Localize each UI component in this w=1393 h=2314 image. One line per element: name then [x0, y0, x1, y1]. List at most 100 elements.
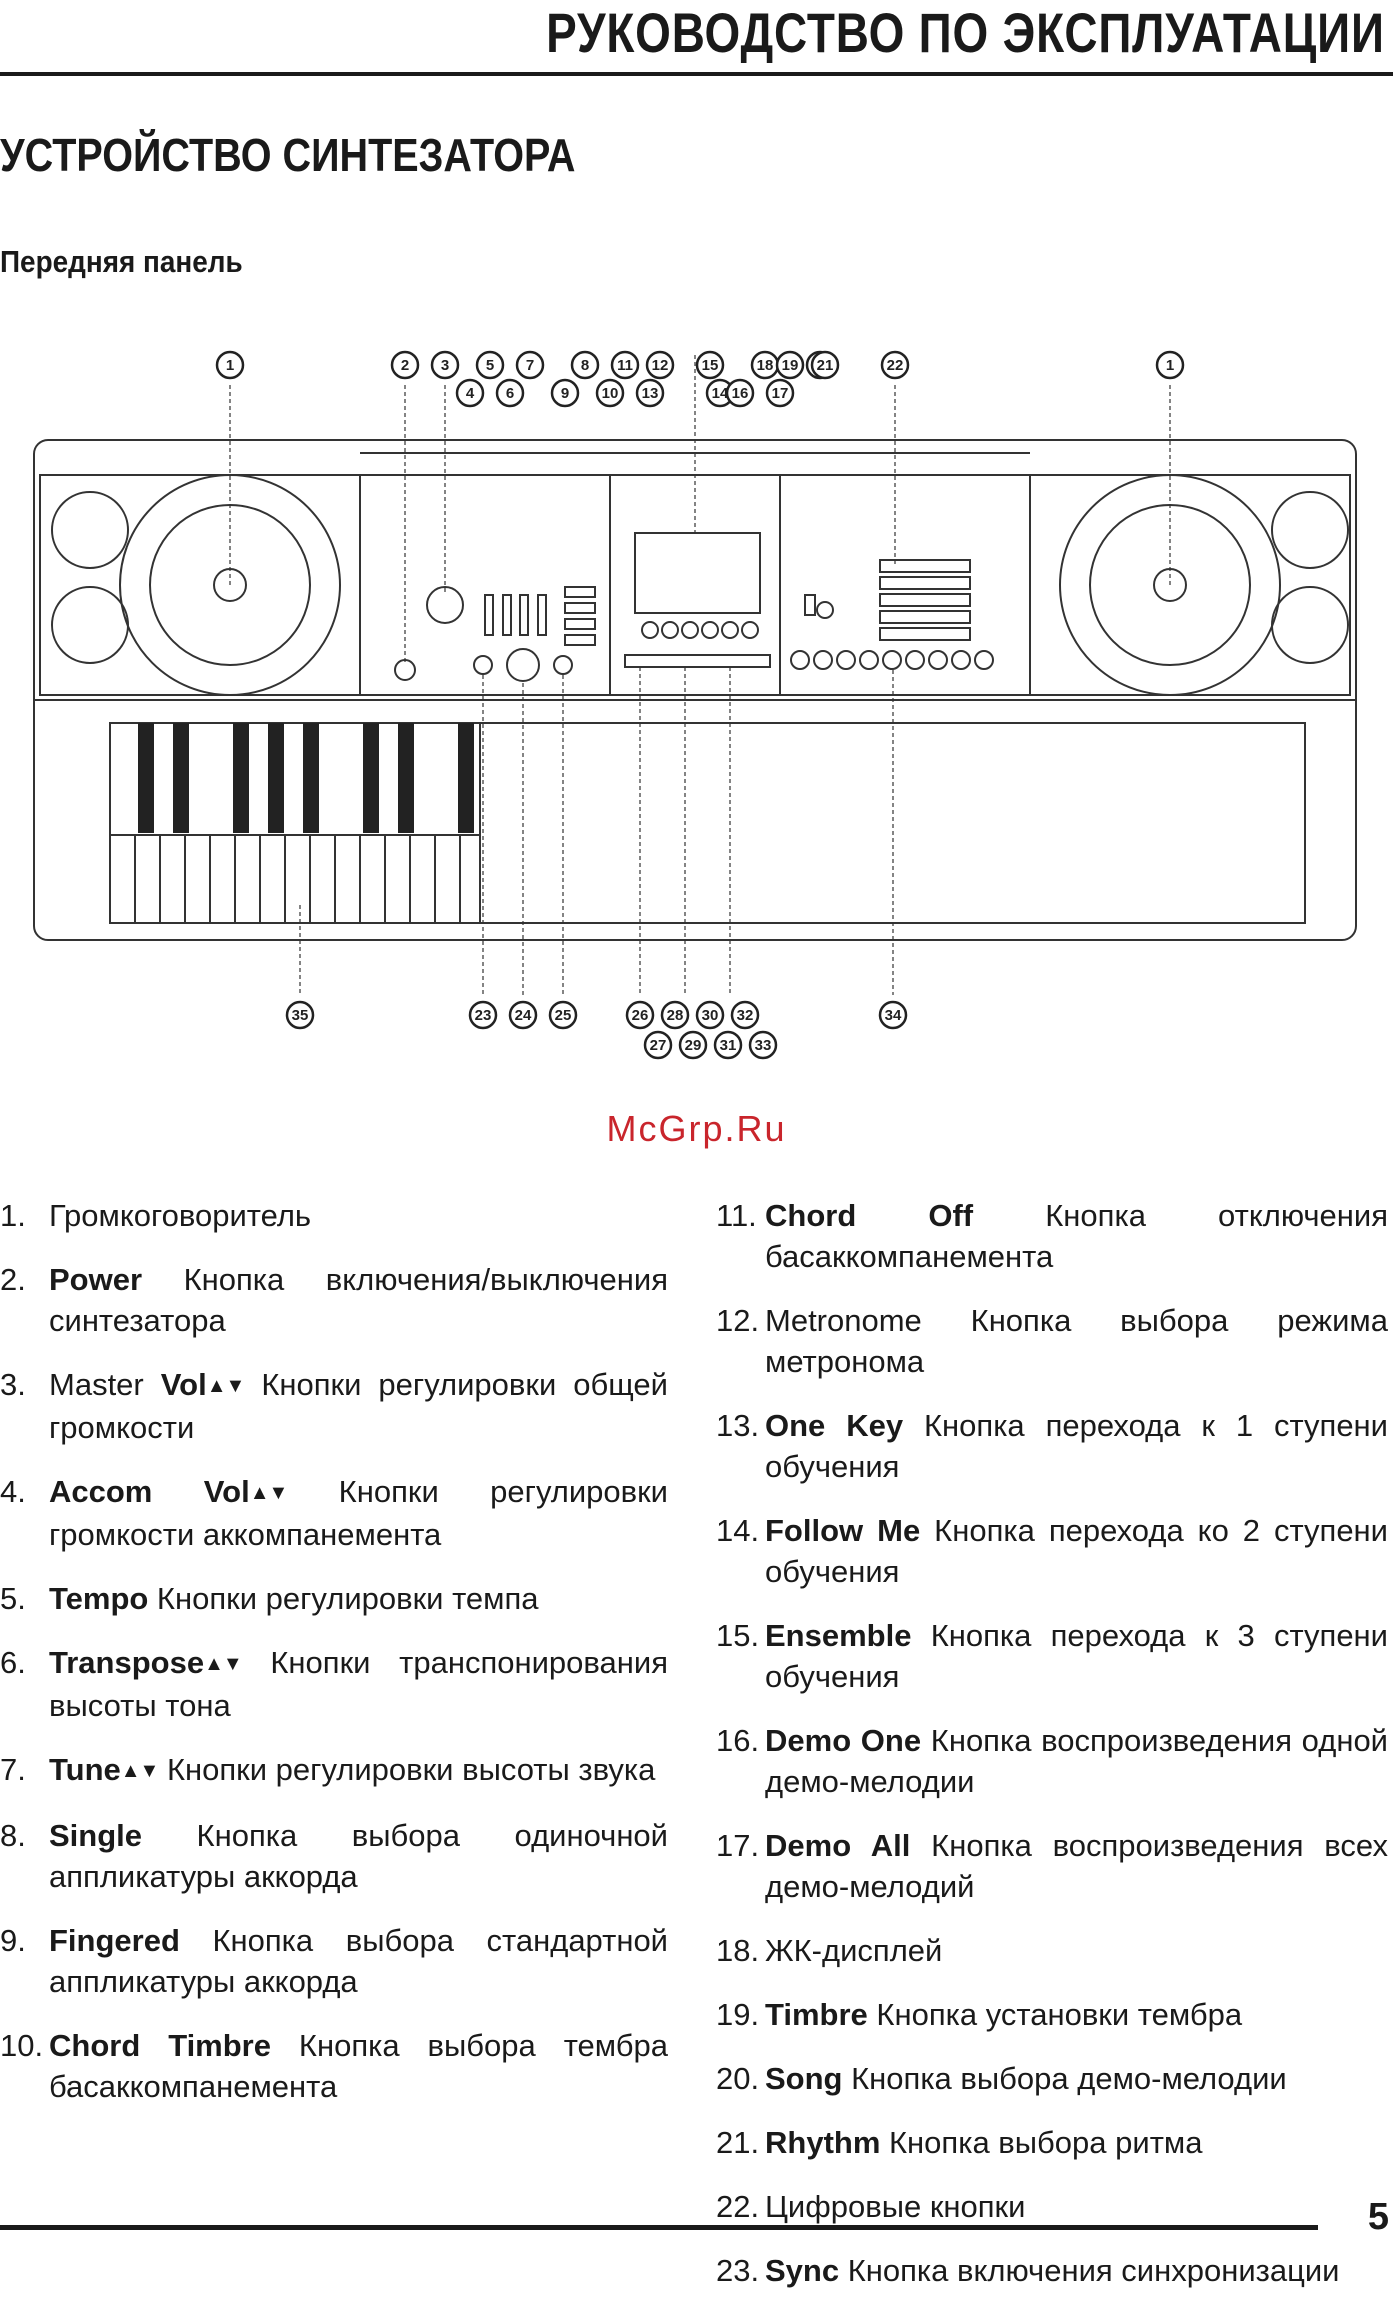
legend-item-number: 22.	[716, 2189, 760, 2224]
callout-circle	[430, 350, 460, 380]
legend-column-left: 1. Громкоговоритель 2.Power Кнопка включен…	[0, 1195, 668, 2130]
callout-label: 14	[712, 385, 729, 402]
callout-label: 4	[466, 385, 475, 402]
keyboard	[109, 722, 1306, 924]
header-title: РУКОВОДСТВО ПО ЭКСПЛУАТАЦИИ	[546, 1, 1385, 64]
legend-item-number: 15.	[716, 1618, 760, 1653]
legend-item-control-name: Follow Me	[765, 1513, 921, 1548]
legend-item-description: Кнопка перехода к 1 ступени обучения	[765, 1408, 1388, 1484]
legend-column-right: 11.Chord Off Кнопка отключения басаккомп…	[716, 1195, 1388, 2314]
legend-item: 7.Tune ▲▼ Кнопки регулировки высоты звук…	[0, 1749, 668, 1792]
legend-item: 9.Fingered Кнопка выбора стандартной апп…	[0, 1920, 668, 2002]
legend-item-description: Кнопка воспроизведения одной демо-мелоди…	[765, 1723, 1389, 1799]
callout-circle	[660, 1000, 690, 1030]
legend-item-number: 8.	[0, 1818, 26, 1853]
callout-label: 7	[526, 357, 534, 374]
callout-circle	[643, 1030, 673, 1060]
legend-item-control-name: One Key	[765, 1408, 904, 1443]
callout-circle	[215, 350, 245, 380]
legend-item-control-name: Chord Timbre	[49, 2028, 271, 2063]
legend-item-number: 1.	[0, 1198, 26, 1233]
callout-label: 11	[617, 357, 633, 374]
legend-item-number: 12.	[716, 1303, 760, 1338]
callout-circle	[495, 378, 525, 408]
callout-circle	[645, 350, 675, 380]
callout-circle	[455, 378, 485, 408]
callout-circle	[713, 1030, 743, 1060]
callout-circle	[775, 350, 805, 380]
legend-item-control-name: Power	[49, 1262, 143, 1297]
callout-label: 19	[782, 357, 799, 374]
callout-label: 5	[486, 357, 494, 374]
header-rule	[0, 72, 1393, 76]
right-speaker	[1059, 474, 1349, 696]
legend-item-number: 7.	[0, 1752, 26, 1787]
white-keys	[134, 723, 481, 923]
legend-item-number: 16.	[716, 1723, 760, 1758]
callout-circle	[625, 1000, 655, 1030]
legend-item: 12.Metronome Кнопка выбора режима метрон…	[716, 1300, 1388, 1382]
synthesizer-front-panel-diagram: 1235781112151820192122146910131416173523…	[33, 350, 1357, 1060]
callout-label: 6	[506, 385, 514, 402]
callout-circle	[678, 1030, 708, 1060]
callout-label: 13	[642, 385, 659, 402]
legend-item-control-name: Ensemble	[765, 1618, 912, 1653]
legend-item-control-name: Demo All	[765, 1828, 911, 1863]
legend-item-description: Metronome Кнопка выбора режима метронома	[765, 1303, 1388, 1379]
legend-item-description: Кнопка выбора стандартной аппликатуры ак…	[49, 1923, 668, 1999]
up-down-arrows-icon: ▲▼	[206, 1375, 246, 1397]
legend-item-description: Кнопка выбора одиночной аппликатуры акко…	[49, 1818, 668, 1894]
callout-label: 30	[702, 1007, 719, 1024]
callout-label: 3	[441, 357, 449, 374]
callout-circle	[515, 350, 545, 380]
up-down-arrows-icon: ▲▼	[204, 1653, 243, 1675]
callout-label: 35	[292, 1007, 309, 1024]
legend-item-number: 17.	[716, 1828, 760, 1863]
legend-item: 15.Ensemble Кнопка перехода к 3 ступени …	[716, 1615, 1388, 1697]
legend-item: 2.Power Кнопка включения/выключения синт…	[0, 1259, 668, 1341]
legend-item-control-name: Sync	[765, 2253, 840, 2288]
legend-item: 21.Rhythm Кнопка выбора ритма	[716, 2122, 1388, 2163]
legend-item: 19.Timbre Кнопка установки тембра	[716, 1994, 1388, 2035]
legend-item-number: 19.	[716, 1997, 760, 2032]
watermark: McGrp.Ru	[606, 1108, 787, 1149]
legend-item-description: Кнопка воспроизведения всех демо-мелодий	[765, 1828, 1388, 1904]
legend-item-control-name: Tempo	[49, 1581, 149, 1616]
legend-item-number: 3.	[0, 1367, 26, 1402]
legend-item-description: Кнопка включения/выключения синтезатора	[49, 1262, 668, 1338]
legend-item-number: 5.	[0, 1581, 26, 1616]
callout-label: 25	[555, 1007, 572, 1024]
black-keys	[138, 723, 474, 833]
legend-item-control-name: Tune	[49, 1752, 121, 1787]
legend-item-control-name: Transpose	[49, 1645, 205, 1680]
legend-item: 20.Song Кнопка выбора демо-мелодии	[716, 2058, 1388, 2099]
left-speaker	[51, 474, 341, 696]
callout-label: 33	[755, 1037, 772, 1054]
legend-item-description: Кнопки транспонирования высоты тона	[49, 1645, 668, 1723]
lcd-display	[634, 532, 761, 614]
callout-circle	[878, 1000, 908, 1030]
up-down-arrows-icon: ▲▼	[249, 1482, 289, 1504]
callout-label: 27	[650, 1037, 667, 1054]
legend-item-description: Кнопки регулировки громкости аккомпанеме…	[49, 1474, 668, 1552]
page-number: 5	[1367, 2196, 1389, 2238]
callout-circle	[595, 378, 625, 408]
legend-item-description: Кнопка установки тембра	[867, 1997, 1243, 2032]
up-down-arrows-icon: ▲▼	[120, 1760, 160, 1782]
callout-circle	[725, 378, 755, 408]
legend-item-description: Громкоговоритель	[49, 1198, 312, 1233]
callout-label: 32	[737, 1007, 754, 1024]
legend-item-number: 9.	[0, 1923, 26, 1958]
legend-item: 4.Accom Vol ▲▼ Кнопки регулировки громко…	[0, 1471, 668, 1555]
legend-item-description: Кнопки регулировки темпа	[148, 1581, 539, 1616]
legend-item-description: Кнопка включения синхронизации	[839, 2253, 1340, 2288]
callout-circle	[570, 350, 600, 380]
legend-item-description: Кнопка выбора тембра басаккомпанемента	[49, 2028, 668, 2104]
callout-circle	[1155, 350, 1185, 380]
legend-item-description: Кнопка выбора демо-мелодии	[842, 2061, 1287, 2096]
callout-label: 34	[885, 1007, 902, 1024]
callout-circle	[695, 1000, 725, 1030]
callout-label: 10	[602, 385, 619, 402]
legend-item-number: 6.	[0, 1645, 26, 1680]
callout-circle	[730, 1000, 760, 1030]
